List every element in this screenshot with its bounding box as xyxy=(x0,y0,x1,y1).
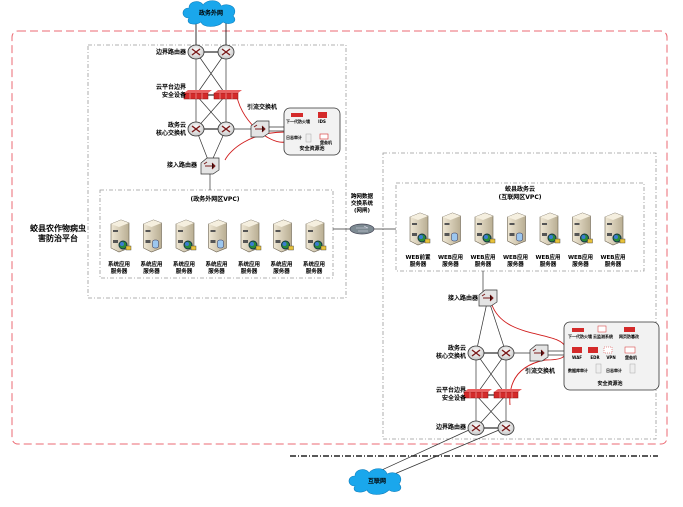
gov-vpc-border xyxy=(99,189,334,279)
internet-pool-item: 下一代防火墙 xyxy=(568,334,592,339)
gov-server-group xyxy=(110,219,327,253)
gov-server-label: 系统应用 服务器 xyxy=(205,262,228,275)
gov-security-pool-title: 安全资源池 xyxy=(299,146,325,152)
internet-diversion-switch-label: 引流交换机 xyxy=(524,368,555,375)
internet-pool-item: 网页防篡改 xyxy=(619,334,639,339)
database-icon xyxy=(451,232,458,242)
internet-pool-item: VPN xyxy=(606,355,616,360)
internet-security-pool-title: 安全资源池 xyxy=(597,381,623,387)
gov-border-router-1 xyxy=(187,44,205,60)
internet-server-label: WEB应用 服务器 xyxy=(567,255,594,268)
gov-core-switch-1 xyxy=(187,121,205,137)
gov-border-router-2 xyxy=(217,44,235,60)
internet-pool-item: 云监测系统 xyxy=(593,334,613,339)
gov-pool-item: IDS xyxy=(318,119,326,124)
internet-border-router-label: 边界路由器 xyxy=(435,424,466,431)
gateway-label: 跨网数据 交换系统 (网闸) xyxy=(350,194,373,214)
gov-server-label: 系统应用 服务器 xyxy=(237,262,260,275)
database-icon xyxy=(217,239,224,249)
gateway-icon xyxy=(349,223,375,235)
internet-pool-item: 日志审计 xyxy=(606,368,622,373)
database-icon xyxy=(516,232,523,242)
gov-server-label: 系统应用 服务器 xyxy=(302,262,325,275)
cloud-label-gov: 政务外网 xyxy=(198,10,223,17)
gov-access-router xyxy=(200,157,220,175)
internet-border-router-2 xyxy=(497,420,515,436)
internet-zone-border xyxy=(382,152,657,440)
outer-zone-border xyxy=(11,30,668,445)
gov-core-switch-2 xyxy=(217,121,235,137)
internet-server-label: WEB应用 服务器 xyxy=(470,255,496,268)
internet-border-router-1 xyxy=(467,420,485,436)
gov-vpc-title: (政务外网区VPC) xyxy=(190,196,240,203)
gov-cloud-firewall-2 xyxy=(213,89,243,100)
internet-access-router xyxy=(478,289,498,307)
internet-vpc-title: 蛟县政务云 (互联网区VPC) xyxy=(498,186,542,201)
internet-cloud-firewall-2 xyxy=(493,388,523,399)
internet-cloud-firewall-1 xyxy=(463,388,493,399)
cloud-label-internet: 互联网 xyxy=(367,478,386,485)
internet-server-label: WEB应用 服务器 xyxy=(437,255,464,268)
gov-diversion-switch xyxy=(250,120,270,138)
platform-label: 蛟县农作物病虫 害防治平台 xyxy=(30,224,86,243)
internet-pool-item: EDR xyxy=(590,355,600,360)
internet-server-label: WEB应用 服务器 xyxy=(600,255,626,268)
internet-pool-item: 堡垒机 xyxy=(625,355,637,360)
internet-core-switch-1 xyxy=(467,345,485,361)
internet-pool-item: WAF xyxy=(571,355,583,360)
internet-access-router-label: 接入路由器 xyxy=(447,295,478,302)
gov-diversion-switch-label: 引流交换机 xyxy=(246,104,277,111)
internet-server-label: WEB应用 服务器 xyxy=(502,255,529,268)
internet-core-switch-2 xyxy=(497,345,515,361)
gov-border-router-label: 边界路由器 xyxy=(155,49,186,56)
gov-server-label: 系统应用 服务器 xyxy=(270,262,293,275)
gov-security-pool xyxy=(283,107,341,156)
internet-cloud-security-label: 云平台边界 安全设备 xyxy=(435,387,466,402)
internet-server-group xyxy=(409,212,626,246)
gov-server-label: 系统应用 服务器 xyxy=(172,262,195,275)
internet-security-pool xyxy=(563,321,660,391)
gov-server-label: 系统应用 服务器 xyxy=(107,262,130,275)
gov-pool-item: 堡垒机 xyxy=(320,140,332,145)
gov-access-router-label: 接入路由器 xyxy=(166,162,197,169)
gov-core-switch-label: 政务云 核心交换机 xyxy=(155,122,186,137)
gov-pool-item: 下一代防火墙 xyxy=(286,119,310,124)
gov-cloud-firewall-1 xyxy=(183,89,213,100)
gov-pool-item: 日志审计 xyxy=(286,135,302,140)
internet-pool-item: 数据库审计 xyxy=(568,368,588,373)
internet-core-switch-label: 政务云 核心交换机 xyxy=(435,345,466,360)
gov-cloud-security-label: 云平台边界 安全设备 xyxy=(155,84,186,99)
internet-server-label: WEB应用 服务器 xyxy=(535,255,561,268)
internet-vpc-border xyxy=(395,182,645,272)
gov-server-label: 系统应用 服务器 xyxy=(140,262,163,275)
database-icon xyxy=(152,239,159,249)
internet-server-label: WEB前置 服务器 xyxy=(405,255,431,268)
gov-zone-border xyxy=(87,44,347,299)
internet-diversion-switch xyxy=(529,344,549,362)
